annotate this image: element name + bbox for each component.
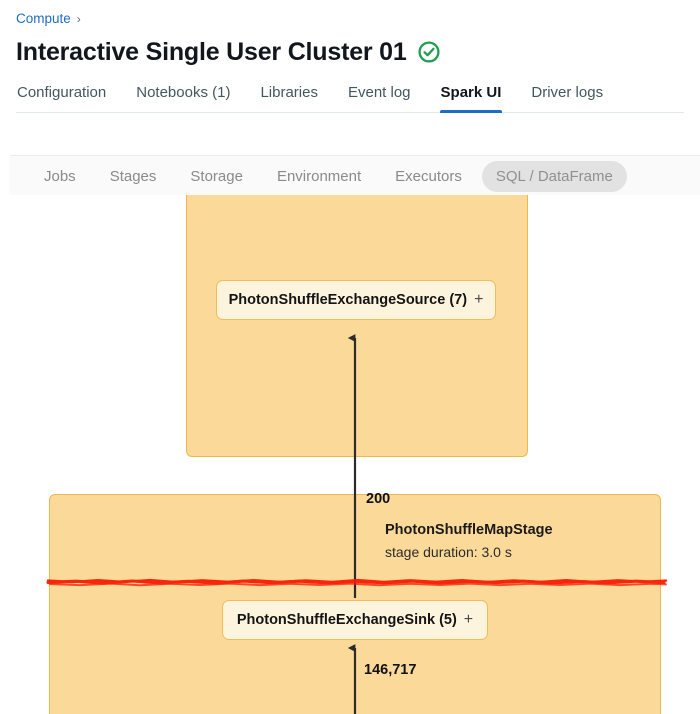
dag-node-label: PhotonShuffleExchangeSink (5) bbox=[236, 612, 457, 628]
spark-subnav: Jobs Stages Storage Environment Executor… bbox=[10, 156, 700, 196]
page-title: Interactive Single User Cluster 01 bbox=[16, 38, 407, 66]
check-circle-icon bbox=[418, 41, 440, 63]
breadcrumb-separator-icon: › bbox=[76, 12, 81, 26]
subnav-item-executors[interactable]: Executors bbox=[395, 167, 462, 185]
expand-icon[interactable]: + bbox=[474, 291, 484, 308]
stage-box-upper bbox=[186, 195, 528, 457]
page-header: Compute › Interactive Single User Cluste… bbox=[0, 0, 700, 113]
spark-subnav-bar: Jobs Stages Storage Environment Executor… bbox=[10, 155, 700, 197]
tab-notebooks[interactable]: Notebooks (1) bbox=[136, 84, 231, 101]
stage-duration: stage duration: 3.0 s bbox=[385, 544, 512, 560]
subnav-item-sql-dataframe[interactable]: SQL / DataFrame bbox=[481, 160, 627, 192]
tab-configuration[interactable]: Configuration bbox=[17, 84, 107, 101]
dag-node-photon-shuffle-exchange-sink[interactable]: PhotonShuffleExchangeSink (5) + bbox=[222, 600, 488, 640]
stage-name: PhotonShuffleMapStage bbox=[385, 522, 553, 538]
tab-event-log[interactable]: Event log bbox=[347, 84, 411, 101]
subnav-item-storage[interactable]: Storage bbox=[190, 167, 243, 185]
subnav-item-jobs[interactable]: Jobs bbox=[44, 167, 76, 185]
stage-label-lower: PhotonShuffleMapStage stage duration: 3.… bbox=[385, 520, 553, 562]
cluster-tab-bar: Configuration Notebooks (1) Libraries Ev… bbox=[16, 80, 684, 113]
dag-visualization: PhotonShuffleMapStage stage duration: 3.… bbox=[0, 195, 700, 714]
tab-libraries[interactable]: Libraries bbox=[260, 84, 318, 101]
subnav-item-environment[interactable]: Environment bbox=[276, 167, 362, 185]
edge-label-row-count-146717: 146,717 bbox=[364, 662, 417, 678]
tab-spark-ui[interactable]: Spark UI bbox=[439, 80, 503, 113]
title-row: Interactive Single User Cluster 01 bbox=[16, 37, 684, 67]
breadcrumb: Compute › bbox=[16, 10, 684, 28]
dag-node-photon-shuffle-exchange-source[interactable]: PhotonShuffleExchangeSource (7) + bbox=[216, 280, 496, 320]
tab-driver-logs[interactable]: Driver logs bbox=[531, 84, 604, 101]
expand-icon[interactable]: + bbox=[463, 611, 474, 628]
spark-ui-frame: Jobs Stages Storage Environment Executor… bbox=[0, 128, 700, 714]
dag-node-label: PhotonShuffleExchangeSource (7) bbox=[228, 292, 468, 308]
subnav-item-stages[interactable]: Stages bbox=[109, 167, 157, 185]
breadcrumb-item-compute[interactable]: Compute bbox=[16, 11, 71, 26]
edge-label-row-count-200: 200 bbox=[366, 491, 391, 507]
